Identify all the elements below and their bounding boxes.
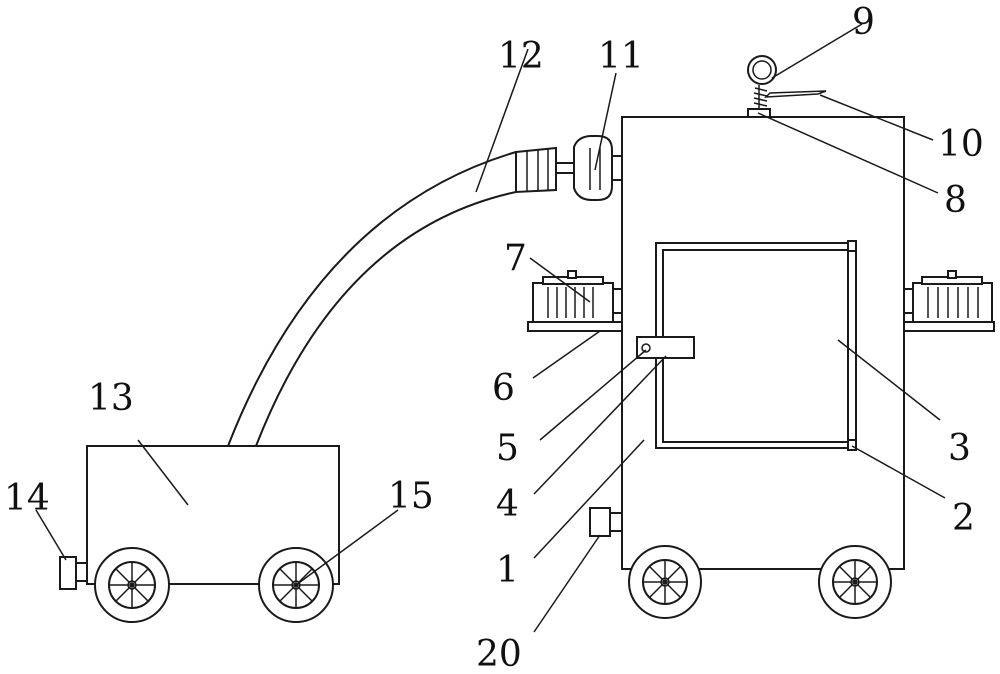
label-11: 11 [598, 36, 644, 77]
hose [227, 151, 517, 447]
fan-unit [555, 135, 623, 201]
label-12: 12 [498, 36, 544, 77]
cabinet-wheel-left [628, 545, 702, 619]
label-2: 2 [952, 498, 975, 539]
top-vent [747, 55, 827, 118]
label-20: 20 [476, 634, 522, 674]
label-6: 6 [492, 368, 515, 409]
outlet-valve [59, 556, 88, 590]
cart-wheel-left [94, 547, 170, 623]
drain-valve [589, 507, 623, 537]
label-7: 7 [504, 238, 527, 279]
label-13: 13 [88, 378, 134, 419]
cabinet-wheel-right [818, 545, 892, 619]
leader-lines [35, 23, 946, 633]
label-5: 5 [496, 428, 519, 469]
left-side-motor [527, 270, 623, 332]
right-side-motor [903, 270, 995, 332]
label-8: 8 [944, 180, 967, 221]
label-15: 15 [388, 476, 434, 517]
label-14: 14 [4, 478, 50, 519]
label-1: 1 [496, 550, 519, 591]
label-10: 10 [938, 124, 984, 165]
pipe-coupling [515, 146, 557, 194]
label-4: 4 [496, 484, 519, 525]
label-9: 9 [852, 2, 875, 43]
door-handle [636, 336, 695, 359]
label-3: 3 [948, 428, 971, 469]
